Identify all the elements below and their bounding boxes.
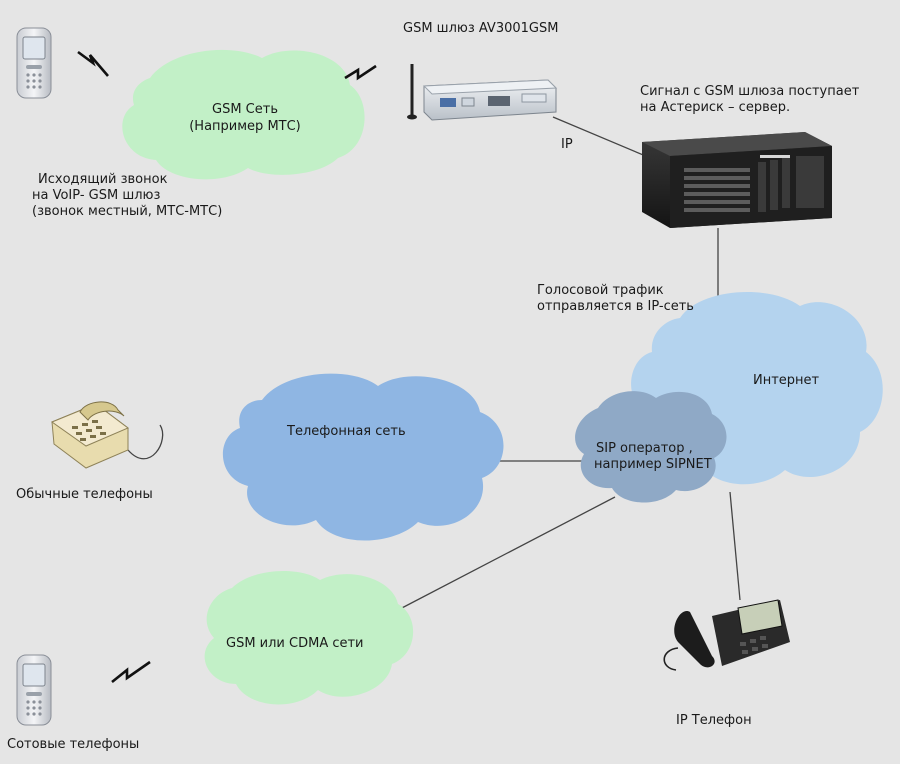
server-caption-line2: на Астериск – сервер. bbox=[640, 100, 791, 115]
gsm-gateway-title: GSM шлюз AV3001GSM bbox=[403, 21, 559, 36]
phone-network-label: Телефонная сеть bbox=[287, 424, 406, 439]
outgoing-call-line1: Исходящий звонок bbox=[38, 172, 168, 187]
gsm-gateway-icon bbox=[407, 64, 558, 121]
server-caption-line1: Сигнал с GSM шлюза поступает bbox=[640, 84, 860, 99]
phone-network-cloud bbox=[222, 373, 504, 541]
gsm-network-line2: (Например МТС) bbox=[189, 119, 301, 134]
desk-phone-icon bbox=[50, 401, 129, 469]
mobile-phone-icon bbox=[16, 654, 52, 726]
signal-lightning-icon bbox=[77, 50, 377, 684]
gsm-cdma-sip-line bbox=[397, 496, 616, 611]
ip-phone-label: IP Телефон bbox=[676, 713, 752, 728]
gsm-network-cloud bbox=[122, 49, 365, 180]
gsm-network-line1: GSM Сеть bbox=[212, 102, 278, 117]
outgoing-call-line2: на VoIP- GSM шлюз bbox=[32, 188, 161, 203]
ip-phone-icon bbox=[663, 599, 790, 671]
cell-phones-label: Сотовые телефоны bbox=[7, 737, 140, 752]
outgoing-call-line3: (звонок местный, МТС-МТС) bbox=[32, 204, 223, 219]
gsm-cdma-label: GSM или CDMA сети bbox=[226, 636, 364, 651]
internet-label: Интернет bbox=[753, 373, 820, 388]
mobile-phone-icon bbox=[16, 27, 52, 99]
voice-traffic-line2: отправляется в IP-сеть bbox=[537, 299, 694, 314]
ip-link-label: IP bbox=[561, 137, 573, 152]
sip-operator-cloud bbox=[575, 391, 727, 503]
sip-ip-phone-line bbox=[729, 491, 741, 601]
sip-operator-line1: SIP оператор , bbox=[596, 441, 693, 456]
gsm-cdma-cloud bbox=[204, 570, 414, 705]
voice-traffic-line1: Голосовой трафик bbox=[537, 283, 664, 298]
gateway-server-line bbox=[552, 116, 649, 158]
landline-cord-line bbox=[127, 424, 164, 460]
server-icon bbox=[642, 132, 832, 228]
connection-lines bbox=[127, 116, 741, 611]
sip-operator-line2: например SIPNET bbox=[594, 457, 712, 472]
landline-label: Обычные телефоны bbox=[16, 487, 153, 502]
